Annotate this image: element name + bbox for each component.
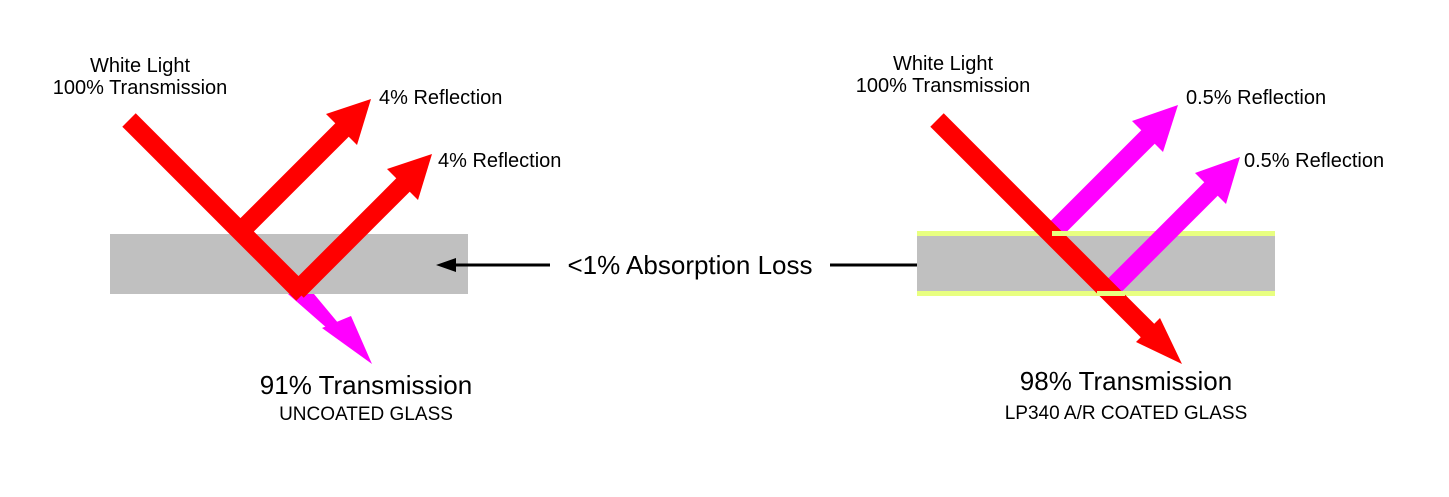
second-surface-reflection-beam bbox=[290, 177, 411, 298]
left-glass-type-label: UNCOATED GLASS bbox=[279, 404, 453, 425]
left-incident-label-line1: White Light bbox=[89, 55, 191, 77]
coating-beam-crossing-bottom bbox=[1097, 291, 1125, 296]
second-reflection-arrowhead bbox=[387, 154, 432, 200]
absorption-arrow-left-head bbox=[436, 258, 456, 272]
right-reflection-2-label: 0.5% Reflection bbox=[1244, 150, 1385, 172]
first-reflection-arrowhead-coated bbox=[1132, 105, 1178, 152]
right-incident-label-line1: White Light bbox=[892, 53, 994, 75]
bottom-ar-coating bbox=[917, 291, 1275, 296]
left-reflection-2-label: 4% Reflection bbox=[438, 150, 562, 172]
left-incident-label: White Light 100% Transmission bbox=[40, 55, 240, 99]
second-reflection-arrowhead-coated bbox=[1195, 157, 1240, 204]
coating-beam-crossing-top bbox=[1052, 231, 1072, 236]
left-incident-label-line2: 100% Transmission bbox=[52, 77, 228, 99]
right-incident-label: White Light 100% Transmission bbox=[843, 53, 1043, 97]
transmitted-beam-arrowhead bbox=[322, 316, 372, 364]
first-surface-reflection-beam bbox=[233, 122, 350, 239]
first-reflection-arrowhead bbox=[326, 99, 371, 145]
transmitted-beam-arrowhead-coated bbox=[1136, 318, 1182, 364]
incident-and-transmitted-beam bbox=[930, 113, 1156, 339]
right-incident-label-line2: 100% Transmission bbox=[855, 75, 1031, 97]
absorption-loss-label: <1% Absorption Loss bbox=[567, 250, 813, 280]
left-transmission-label: 91% Transmission bbox=[259, 370, 473, 400]
incident-beam bbox=[122, 113, 310, 301]
right-glass-type-label: LP340 A/R COATED GLASS bbox=[1004, 403, 1248, 424]
first-surface-reflection-beam-coated bbox=[1048, 129, 1156, 237]
left-reflection-1-label: 4% Reflection bbox=[379, 87, 503, 109]
right-transmission-label: 98% Transmission bbox=[1019, 366, 1233, 396]
top-ar-coating bbox=[917, 231, 1275, 236]
right-reflection-1-label: 0.5% Reflection bbox=[1186, 87, 1327, 109]
second-surface-reflection-beam-coated bbox=[1105, 181, 1219, 295]
